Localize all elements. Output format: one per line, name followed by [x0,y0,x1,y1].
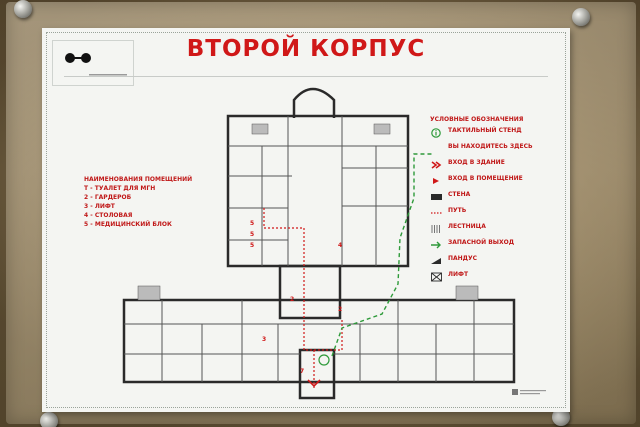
info-circle-icon [431,128,441,138]
plan-room-label: 4 [338,242,343,249]
legend-item: ПАНДУС [430,255,560,271]
room-name-item: 2 - ГАРДЕРОБ [84,194,132,201]
floor-plan-drawing [122,87,516,400]
double-chevron-icon [307,379,321,388]
legend-label: ПАНДУС [448,255,478,262]
legend-item: ЛЕСТНИЦА [430,223,560,239]
floor-plan-sign: ВТОРОЙ КОРПУС [42,28,570,412]
legend-label: ЛИФТ [448,271,469,278]
eyeglasses-icon [65,53,91,63]
elevator-icon [431,272,442,282]
legend-label: ПУТЬ [448,207,467,214]
logo-caption [89,74,127,76]
legend-label: СТЕНА [448,191,471,198]
legend-label: ВЫ НАХОДИТЕСЬ ЗДЕСЬ [448,143,533,150]
legend-label: ЛЕСТНИЦА [448,223,486,230]
legend-item: ВЫ НАХОДИТЕСЬ ЗДЕСЬ [430,143,560,159]
path-dots-icon [431,212,442,214]
sign-title: ВТОРОЙ КОРПУС [186,36,426,62]
stairs-icon [431,225,440,233]
plan-room-label: 7 [300,368,305,375]
title-divider [64,76,548,77]
info-circle-icon [318,354,330,366]
legend-heading: УСЛОВНЫЕ ОБОЗНАЧЕНИЯ [430,116,524,123]
legend-item: ВХОД В ЗДАНИЕ [430,159,560,175]
legend-item: ВХОД В ПОМЕЩЕНИЕ [430,175,560,191]
plan-room-label: 3 [262,336,267,343]
room-name-item: 4 - СТОЛОВАЯ [84,212,133,219]
room-name-item: Т - ТУАЛЕТ ДЛЯ МГН [84,185,156,192]
maker-mark [512,389,546,395]
legend-label: ЗАПАСНОЙ ВЫХОД [448,239,515,246]
legend-item: ЛИФТ [430,271,560,287]
legend-item: ЗАПАСНОЙ ВЫХОД [430,239,560,255]
standoff-screw [14,0,32,18]
arrow-right-icon [431,241,441,249]
wall-swatch-icon [431,194,442,200]
legend-label: ТАКТИЛЬНЫЙ СТЕНД [448,127,522,134]
logo-box [52,40,134,86]
legend: УСЛОВНЫЕ ОБОЗНАЧЕНИЯ ТАКТИЛЬНЫЙ СТЕНД ВЫ… [430,116,560,287]
double-chevron-icon [431,161,442,169]
you-are-here-icon [430,144,444,154]
legend-label: ВХОД В ЗДАНИЕ [448,159,505,166]
legend-label: ВХОД В ПОМЕЩЕНИЕ [448,175,523,182]
legend-item: ТАКТИЛЬНЫЙ СТЕНД [430,127,560,143]
room-names-heading: НАИМЕНОВАНИЯ ПОМЕЩЕНИЙ [84,176,193,183]
standoff-screw [40,412,58,427]
plan-room-label: 2 [338,306,343,313]
plan-room-label: 5 [250,220,255,227]
plan-room-label: 5 [250,231,255,238]
ramp-icon [431,258,441,264]
room-name-item: 5 - МЕДИЦИНСКИЙ БЛОК [84,221,172,228]
standoff-screw [572,8,590,26]
plan-room-label: 5 [250,242,255,249]
standoff-screw [552,408,570,426]
plan-room-label: 2 [290,296,295,303]
sign-border [46,32,566,408]
room-name-item: 3 - ЛИФТ [84,203,115,210]
triangle-icon [433,178,439,184]
legend-item: ПУТЬ [430,207,560,223]
room-names-list: НАИМЕНОВАНИЯ ПОМЕЩЕНИЙ Т - ТУАЛЕТ ДЛЯ МГ… [84,176,254,228]
legend-item: СТЕНА [430,191,560,207]
